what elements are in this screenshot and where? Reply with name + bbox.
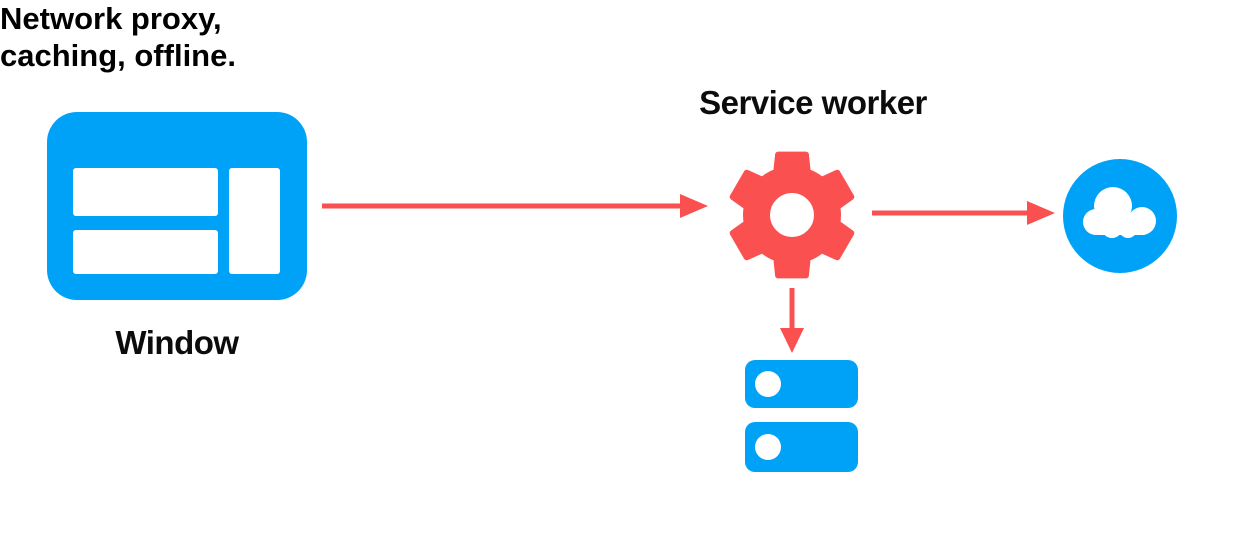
database-disk-bottom xyxy=(745,422,858,472)
arrow-window-to-service-worker xyxy=(322,194,708,218)
edge-label-line2: caching, offline. xyxy=(0,38,236,73)
edge-label-line1: Network proxy, xyxy=(0,1,222,36)
cloud-icon xyxy=(1063,159,1177,273)
edge-label-network-proxy: Network proxy, caching, offline. xyxy=(0,0,300,74)
window-sidebar-block xyxy=(229,168,280,274)
cloud-glyph xyxy=(1083,187,1156,238)
gear-icon xyxy=(729,151,855,279)
database-disk-indicator xyxy=(755,434,781,460)
arrow-service-worker-to-network xyxy=(872,201,1055,225)
database-stack-icon xyxy=(745,360,858,472)
window-content-row-bottom xyxy=(73,230,218,274)
database-disk-top xyxy=(745,360,858,408)
arrow-service-worker-to-storage xyxy=(780,288,804,353)
browser-window-icon xyxy=(47,112,307,300)
database-disk-indicator xyxy=(755,371,781,397)
window-content-row-top xyxy=(73,168,218,216)
window-label: Window xyxy=(115,324,239,361)
service-worker-title: Service worker xyxy=(699,84,927,121)
